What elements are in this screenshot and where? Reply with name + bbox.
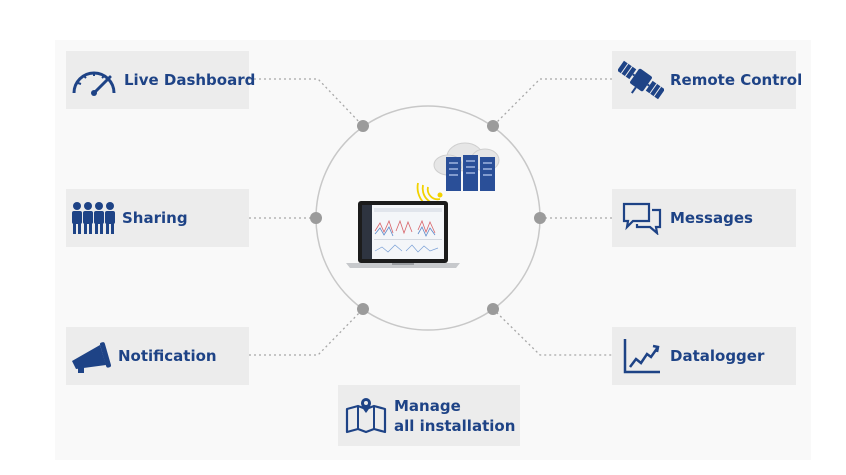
feature-notification: Notification	[66, 327, 249, 385]
feature-live-dashboard: Live Dashboard	[66, 51, 255, 109]
gauge-icon	[70, 60, 118, 100]
connector-notification	[249, 308, 364, 356]
connector-live-dashboard	[249, 78, 364, 127]
feature-messages: Messages	[612, 189, 796, 247]
remote-control-label: Remote Control	[670, 71, 803, 89]
sharing-label: Sharing	[122, 209, 188, 227]
messages-label: Messages	[670, 209, 753, 227]
node-datalogger	[487, 303, 499, 315]
laptop-icon	[346, 201, 460, 268]
chat-bubbles-icon	[620, 198, 664, 238]
node-remote-control	[487, 120, 499, 132]
manage-all-installation-label: Manage all installation	[394, 396, 515, 436]
connector-datalogger	[492, 308, 612, 356]
node-live-dashboard	[357, 120, 369, 132]
feature-remote-control: Remote Control	[612, 51, 802, 109]
datalogger-label: Datalogger	[670, 347, 765, 365]
node-notification	[357, 303, 369, 315]
feature-sharing: Sharing	[66, 189, 249, 247]
manage-label-line2: all installation	[394, 416, 516, 435]
feature-manage-all-installation: Manage all installation	[338, 385, 520, 446]
server-stack-icon	[446, 155, 495, 191]
live-dashboard-label: Live Dashboard	[124, 71, 256, 89]
feature-datalogger: Datalogger	[612, 327, 796, 385]
people-icon	[70, 198, 116, 238]
connector-remote-control	[492, 78, 612, 127]
map-pin-icon	[344, 394, 388, 438]
notification-label: Notification	[118, 347, 217, 365]
line-chart-icon	[620, 334, 664, 378]
megaphone-icon	[70, 336, 112, 376]
laptop-cloud-server-icon	[346, 142, 500, 268]
manage-label-line1: Manage	[394, 396, 461, 415]
satellite-icon	[618, 58, 664, 102]
node-sharing	[310, 212, 322, 224]
node-messages	[534, 212, 546, 224]
